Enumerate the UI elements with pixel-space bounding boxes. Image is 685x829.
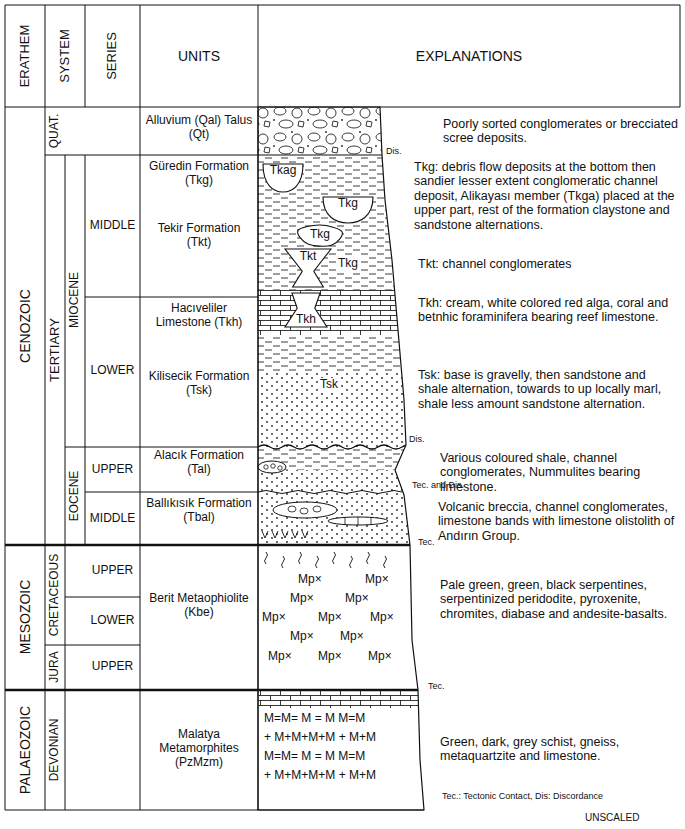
lithology-lens: Tkh	[284, 292, 328, 328]
series-name: LOWER	[85, 614, 140, 628]
lithology-lens: Tkg	[296, 224, 344, 246]
lithology-symbol: M=M= M = M M=M	[264, 712, 365, 726]
legend-note: Tec.: Tectonic Contact, Dis: Discordance	[442, 791, 603, 801]
series-name: UPPER	[85, 564, 140, 578]
lithology-symbol: Mp×	[368, 650, 392, 664]
unit-name: Alacık Formation (Tal)	[144, 449, 254, 477]
lithology-lens: Tkt	[284, 248, 332, 288]
series-name: UPPER	[85, 660, 140, 674]
volcanic-symbol	[272, 531, 278, 538]
lens-label: Tkt	[300, 250, 317, 263]
unit-code: Tkg	[336, 257, 360, 271]
scale-note: UNSCALED	[585, 812, 639, 824]
serpentine-symbol	[367, 552, 370, 564]
lithology-symbol: Mp×	[365, 573, 389, 587]
explanation-text: Various coloured shale, channel conglome…	[440, 451, 678, 494]
lens-shape	[285, 249, 331, 287]
lithology-symbol: + M+M+M+M + M+M	[264, 731, 376, 745]
volcanic-symbol	[292, 531, 298, 538]
lithology-lens: Tkg	[322, 196, 374, 224]
unit-name: Hacıveliler Limestone (Tkh)	[144, 302, 254, 330]
explanation-text: Pale green, green, black serpentines, se…	[440, 578, 678, 621]
series-name: MIDDLE	[85, 219, 140, 233]
system-name: JURA	[48, 651, 62, 682]
volcanic-symbol	[302, 531, 308, 538]
lens-shape	[285, 293, 327, 327]
column-header: EXPLANATIONS	[258, 48, 680, 64]
unit-name: Malatya Metamorphites (PzMzm)	[144, 728, 254, 769]
unit-name: Alluvium (Qal) Talus (Qt)	[144, 114, 254, 142]
lithology-symbol: Mp×	[370, 611, 394, 625]
volcanic-symbol	[282, 531, 288, 538]
lithology-symbol: Mp×	[268, 650, 292, 664]
contact-label: Tec.	[418, 537, 435, 547]
explanation-text: Tkt: channel conglomerates	[418, 257, 678, 271]
unit-name: Berit Metaophiolite (Kbe)	[144, 592, 254, 620]
lithology-symbol: Mp×	[290, 630, 314, 644]
lithology-symbol: Mp×	[345, 592, 369, 606]
explanation-text: Tkg: debris flow deposits at the bottom …	[414, 160, 680, 232]
lithology-symbol: Mp×	[318, 650, 342, 664]
contact-label: Dis.	[409, 434, 425, 444]
serpentine-symbol	[350, 556, 353, 568]
lithology-symbol: Mp×	[340, 630, 364, 644]
contact-label: Dis.	[386, 146, 402, 156]
lens-shape	[323, 197, 373, 223]
erathem-name: PALAEOZOIC	[17, 706, 33, 794]
explanation-text: Green, dark, grey schist, gneiss, metaqu…	[440, 735, 678, 764]
lens-label: Tkh	[296, 313, 316, 326]
lens-shape	[263, 164, 303, 192]
lithology-symbol: Mp×	[290, 592, 314, 606]
lens-label: Tkg	[310, 228, 330, 241]
unit-name: Kilisecik Formation (Tsk)	[144, 370, 254, 398]
system-name: TERTIARY	[48, 318, 63, 382]
explanation-text: Tsk: base is gravelly, then sandstone an…	[418, 368, 678, 411]
lithology-symbol: Mp×	[318, 611, 342, 625]
serpentine-symbol	[316, 556, 319, 568]
series-name: MIDDLE	[85, 512, 140, 526]
series-name: MIOCENE	[68, 272, 82, 328]
series-name: LOWER	[85, 364, 140, 378]
contact-label: Tec.	[428, 681, 445, 691]
erathem-name: CENOZOIC	[17, 289, 33, 363]
serpentine-symbol	[333, 552, 336, 564]
lithology-symbol: + M+M+M+M + M+M	[264, 769, 376, 783]
unit-name: Tekir Formation (Tkt)	[144, 222, 254, 250]
serpentine-symbol	[265, 552, 268, 564]
lithology-symbol: M=M= M = M M=M	[264, 750, 365, 764]
column-header: SERIES	[105, 32, 120, 80]
series-name: UPPER	[85, 463, 140, 477]
system-name: DEVONIAN	[48, 719, 62, 782]
lithology-lens: Tkag	[262, 163, 304, 193]
explanation-text: Poorly sorted conglomerates or brecciate…	[443, 117, 678, 146]
column-header: ERATHEM	[18, 25, 33, 88]
lens-label: Tkg	[338, 197, 358, 210]
system-name: CRETACEOUS	[48, 554, 62, 636]
serpentine-symbol	[299, 552, 302, 564]
contact-label: Tec. and Dis.	[412, 480, 464, 490]
serpentine-symbol	[384, 556, 387, 568]
column-header: UNITS	[140, 48, 258, 64]
system-name: QUAT.	[48, 114, 62, 148]
lens-label: Tkag	[270, 164, 297, 177]
unit-code: Tsk	[318, 378, 340, 392]
serpentine-symbol	[282, 556, 285, 568]
lithology-symbol: Mp×	[298, 573, 322, 587]
explanation-text: Tkh: cream, white colored red alga, cora…	[418, 296, 678, 325]
explanation-text: Volcanic breccia, channel conglomerates,…	[438, 500, 678, 543]
volcanic-symbol	[262, 531, 268, 538]
unit-name: Güredin Formation (Tkg)	[144, 160, 254, 188]
lens-shape	[298, 225, 343, 246]
lithology-symbol: Mp×	[262, 611, 286, 625]
series-name: EOCENE	[68, 471, 82, 522]
erathem-name: MESOZOIC	[17, 580, 33, 655]
column-header: SYSTEM	[58, 29, 73, 82]
unit-name: Ballıkısık Formation (Tbal)	[144, 497, 254, 525]
